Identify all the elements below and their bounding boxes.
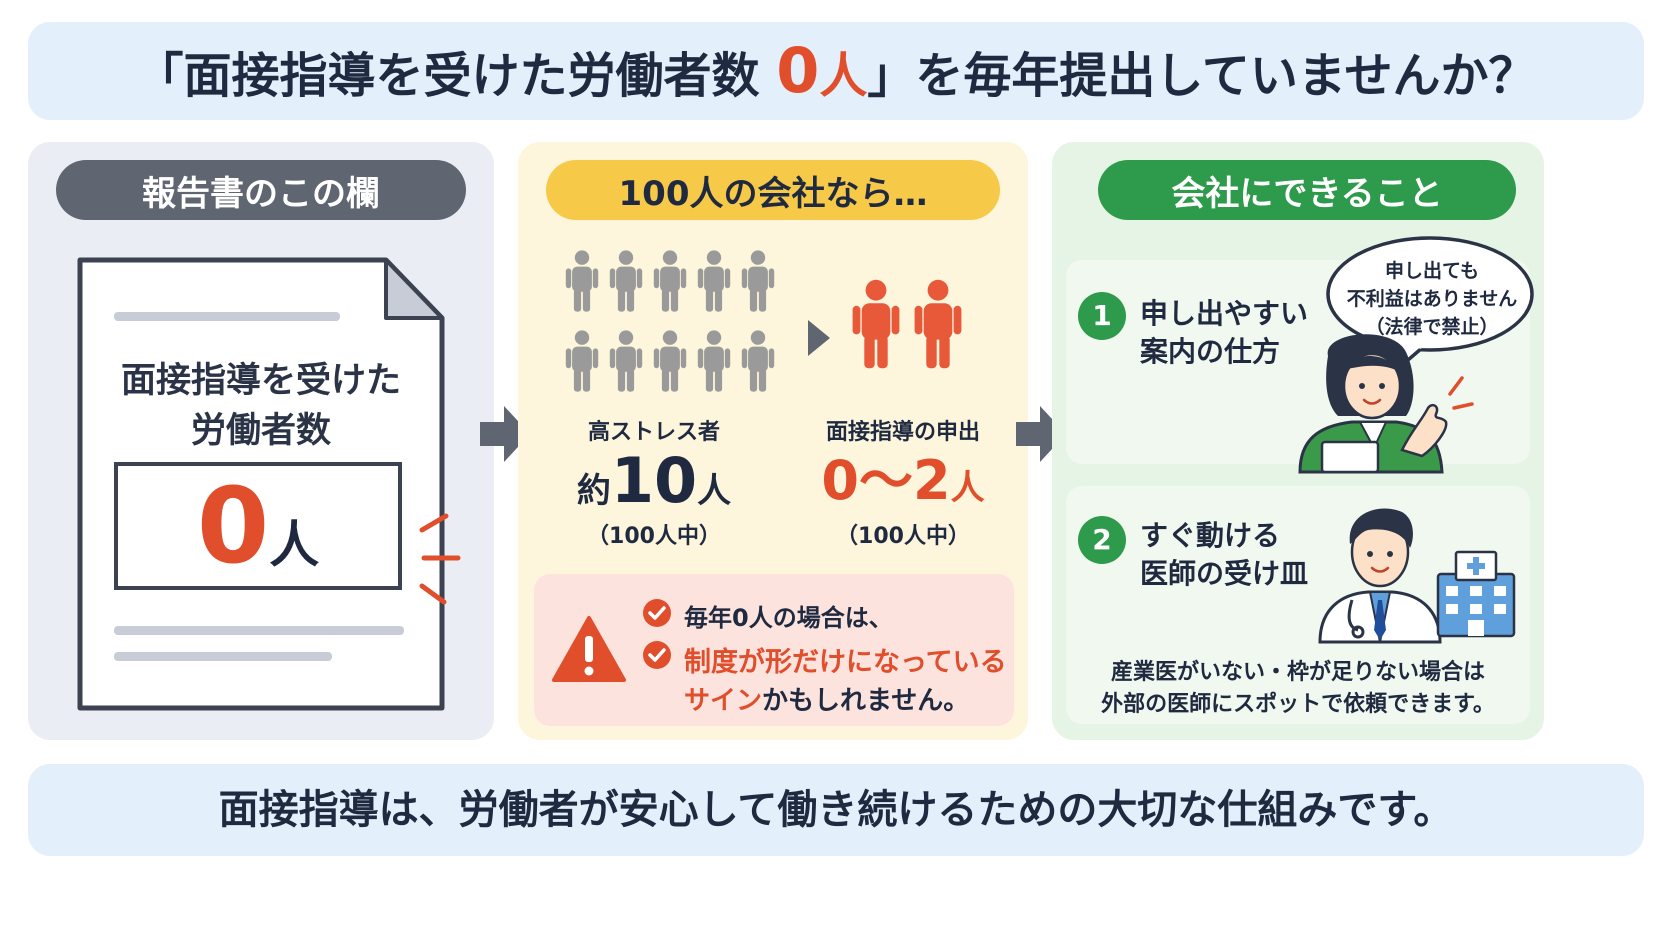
request-label: 面接指導の申出: [825, 420, 980, 445]
note-line-2: 外部の医師にスポットで依頼できます。: [1101, 692, 1495, 717]
hospital-icon: [1436, 550, 1516, 638]
high-stress-prefix: 約: [576, 471, 611, 511]
title-highlight-unit: 人: [819, 48, 868, 104]
actions-header: 会社にできること: [1098, 160, 1516, 220]
title-before: 「面接指導を受けた労働者数: [135, 48, 777, 104]
arrow-right-icon: [1016, 406, 1066, 462]
high-stress-sub: （100人中）: [587, 524, 721, 549]
company-header: 100人の会社なら…: [546, 160, 1000, 220]
staff-woman-icon: [1298, 334, 1474, 474]
person-icon: [653, 250, 687, 312]
person-icon: [609, 250, 643, 312]
warning-line-3: サインかもしれません。: [684, 680, 969, 717]
document-line-2: 労働者数: [190, 411, 331, 451]
person-icon: [565, 330, 599, 392]
person-icon: [852, 279, 900, 369]
value-box: [114, 462, 402, 590]
title-band: [28, 22, 1644, 120]
action-1-line-2: 案内の仕方: [1140, 335, 1281, 368]
high-stress-number: 10: [610, 444, 698, 517]
person-icon: [741, 250, 775, 312]
check-icon: [643, 641, 671, 669]
request-value: 0～2人: [796, 444, 1010, 531]
person-icon: [914, 279, 962, 369]
person-icon: [741, 330, 775, 392]
request-unit: 人: [950, 468, 985, 508]
document-line-1: 面接指導を受けた: [120, 361, 401, 401]
action-number-2: 2: [1078, 516, 1126, 564]
person-icon: [697, 250, 731, 312]
warning-line-1: 毎年0人の場合は、: [684, 604, 893, 632]
arrow-right-icon: [480, 406, 530, 462]
speech-line-1: 申し出ても: [1384, 260, 1480, 282]
page-title: 「面接指導を受けた労働者数 0人」を毎年提出していませんか？: [28, 34, 1644, 113]
value-unit: 人: [269, 516, 320, 574]
arrow-small-icon: [808, 320, 830, 356]
person-icon: [697, 330, 731, 392]
request-sub: （100人中）: [836, 524, 970, 549]
note-line-1: 産業医がいない・枠が足りない場合は: [1110, 660, 1485, 685]
request-number: 0～2: [821, 449, 951, 512]
check-icon: [643, 599, 671, 627]
warning-icon: [552, 616, 626, 682]
speech-line-3: （法律で禁止）: [1365, 316, 1499, 338]
warning-sign-word: サイン: [684, 686, 763, 716]
speech-line-2: 不利益はありません: [1346, 288, 1518, 310]
person-icon: [565, 250, 599, 312]
high-stress-value: 約10人: [546, 444, 762, 534]
action-2-line-2: 医師の受け皿: [1140, 557, 1309, 590]
emphasis-lines-icon: [419, 513, 461, 605]
value-text: 0人: [114, 466, 402, 617]
footer-band: [28, 764, 1644, 856]
doctor-icon: [1318, 508, 1442, 644]
title-highlight-num: 0: [776, 34, 820, 107]
person-icon: [653, 330, 687, 392]
value-number: 0: [196, 465, 270, 587]
action-1-line-1: 申し出やすい: [1140, 297, 1309, 330]
warning-line-3-rest: かもしれません。: [762, 686, 970, 716]
action-number-1: 1: [1078, 292, 1126, 340]
action-2-line-1: すぐ動ける: [1140, 519, 1281, 552]
person-icon: [609, 330, 643, 392]
title-after: 」を毎年提出していませんか？: [867, 48, 1537, 104]
footer-message: 面接指導は、労働者が安心して働き続けるための大切な仕組みです。: [218, 787, 1454, 833]
report-header: 報告書のこの欄: [56, 160, 466, 220]
high-stress-label: 高ストレス者: [587, 420, 720, 445]
warning-box: [534, 574, 1014, 726]
high-stress-unit: 人: [697, 471, 732, 511]
warning-line-2: 制度が形だけになっている: [684, 647, 1007, 678]
